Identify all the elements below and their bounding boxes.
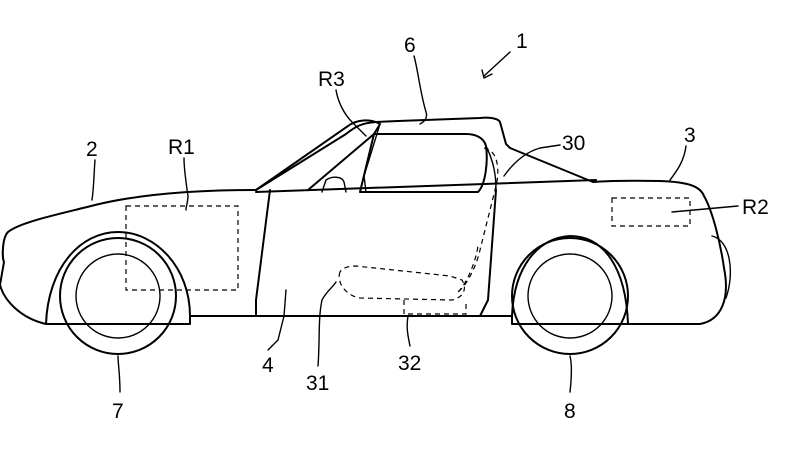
label-door: 4 [262, 354, 274, 377]
seat-rail-shape [403, 300, 467, 315]
leader-lines [91, 51, 739, 393]
region-r1-box [125, 205, 239, 291]
label-seat-rail: 32 [398, 352, 421, 375]
label-seat: 30 [562, 132, 585, 155]
label-region-r2: R2 [742, 196, 769, 219]
region-r2-box [611, 197, 691, 227]
seat-cushion-shape [338, 265, 465, 301]
rear-bumper-line [711, 235, 732, 299]
label-rear: 3 [684, 124, 696, 147]
door-window [359, 133, 488, 193]
car-body-outline [0, 116, 727, 325]
label-region-r3: R3 [318, 68, 345, 91]
door-outline [255, 189, 271, 317]
label-roof: 6 [404, 34, 416, 57]
label-seat-cushion: 31 [306, 372, 329, 395]
label-front: 2 [86, 138, 98, 161]
label-region-r1: R1 [168, 136, 195, 159]
seat-back [457, 147, 499, 293]
label-vehicle: 1 [516, 30, 528, 53]
label-front-wheel: 7 [112, 400, 124, 423]
side-mirror [321, 176, 347, 193]
front-wheel-arch [45, 231, 191, 325]
roof-rear-line [485, 145, 497, 191]
label-rear-wheel: 8 [564, 400, 576, 423]
rear-wheel [511, 237, 629, 355]
front-wheel [59, 237, 177, 355]
rear-wheel-arch [511, 235, 629, 325]
